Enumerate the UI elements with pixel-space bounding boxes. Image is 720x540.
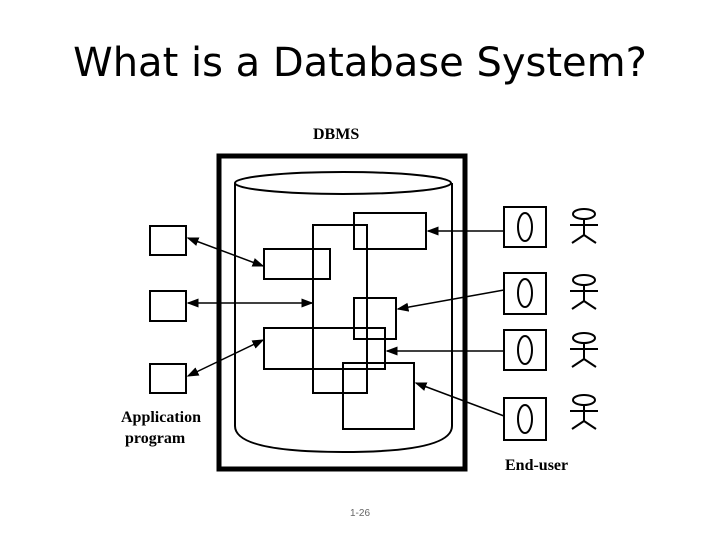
database-cylinder xyxy=(234,171,453,454)
data-block xyxy=(263,248,331,280)
application-box xyxy=(149,363,187,394)
dbms-frame xyxy=(216,153,468,472)
application-box xyxy=(149,225,187,256)
user-icons xyxy=(570,208,598,430)
page-number: 1-26 xyxy=(349,508,370,519)
data-block xyxy=(353,297,397,340)
dbms-label: DBMS xyxy=(313,126,360,143)
data-block xyxy=(353,212,427,250)
end-user-label: End-user xyxy=(505,457,569,474)
application-label-line2: program xyxy=(125,430,186,447)
application-label-line1: Application xyxy=(121,409,202,426)
data-block xyxy=(312,224,368,394)
application-box xyxy=(149,290,187,322)
data-block xyxy=(342,362,415,430)
terminal-icons xyxy=(503,206,547,441)
slide-title: What is a Database System? xyxy=(73,40,647,86)
